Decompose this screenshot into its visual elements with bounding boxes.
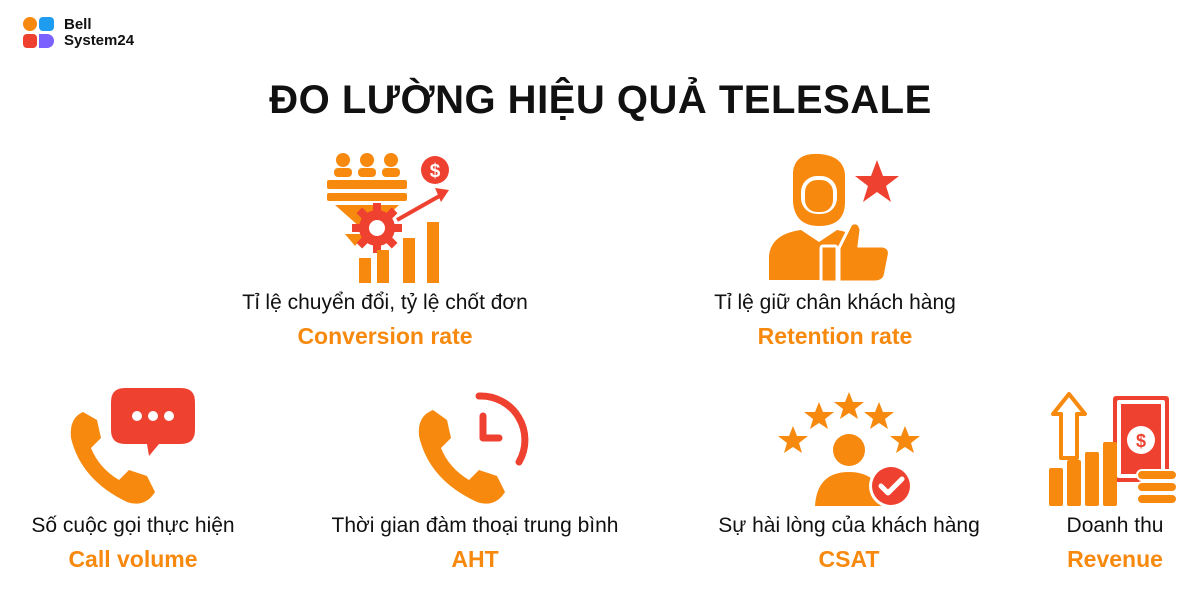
svg-text:$: $ bbox=[430, 161, 441, 182]
metric-vi-label: Số cuộc gọi thực hiện bbox=[31, 514, 235, 537]
revenue-chart-icon: $ bbox=[1049, 392, 1178, 506]
metric-vi-label: Sự hài lòng của khách hàng bbox=[718, 514, 980, 537]
metric-en-label: CSAT bbox=[818, 546, 880, 572]
metric-vi-label: Thời gian đàm thoại trung bình bbox=[331, 514, 619, 537]
brand-name-line1: Bell bbox=[64, 16, 92, 33]
phone-chat-icon bbox=[70, 388, 195, 504]
metric-call-volume: Số cuộc gọi thực hiện Call volume bbox=[10, 388, 256, 573]
metric-revenue: $ Doanh thu Revenue bbox=[1040, 388, 1190, 573]
metric-aht: Thời gian đàm thoại trung bình AHT bbox=[305, 388, 645, 573]
metric-en-label: Conversion rate bbox=[297, 323, 473, 349]
metric-csat: Sự hài lòng của khách hàng CSAT bbox=[690, 388, 1008, 573]
metric-en-label: Retention rate bbox=[757, 323, 913, 349]
bellsystem-logo-icon bbox=[23, 17, 54, 48]
metric-vi-label: Doanh thu bbox=[1066, 514, 1164, 537]
thumbs-up-star-icon bbox=[769, 153, 899, 284]
metric-retention-rate: Tỉ lệ giữ chân khách hàng Retention rate bbox=[680, 150, 990, 350]
brand-logo[interactable]: Bell System24 bbox=[22, 16, 134, 50]
svg-text:$: $ bbox=[1136, 431, 1146, 451]
metric-en-label: Call volume bbox=[68, 546, 198, 572]
phone-clock-icon bbox=[418, 392, 529, 504]
brand-name-line2: System24 bbox=[64, 32, 135, 49]
metric-en-label: AHT bbox=[451, 546, 499, 572]
brand-name: Bell System24 bbox=[64, 17, 134, 49]
metric-en-label: Revenue bbox=[1067, 546, 1163, 572]
customer-stars-check-icon bbox=[778, 392, 920, 508]
page-title: ĐO LƯỜNG HIỆU QUẢ TELESALE bbox=[269, 78, 932, 122]
metric-vi-label: Tỉ lệ chuyển đổi, tỷ lệ chốt đơn bbox=[242, 291, 528, 314]
metric-vi-label: Tỉ lệ giữ chân khách hàng bbox=[714, 291, 956, 314]
funnel-growth-icon: $ bbox=[327, 153, 449, 283]
metric-conversion-rate: $ Tỉ lệ chuyển đổi, tỷ lệ chốt đơn Conve… bbox=[205, 150, 565, 350]
